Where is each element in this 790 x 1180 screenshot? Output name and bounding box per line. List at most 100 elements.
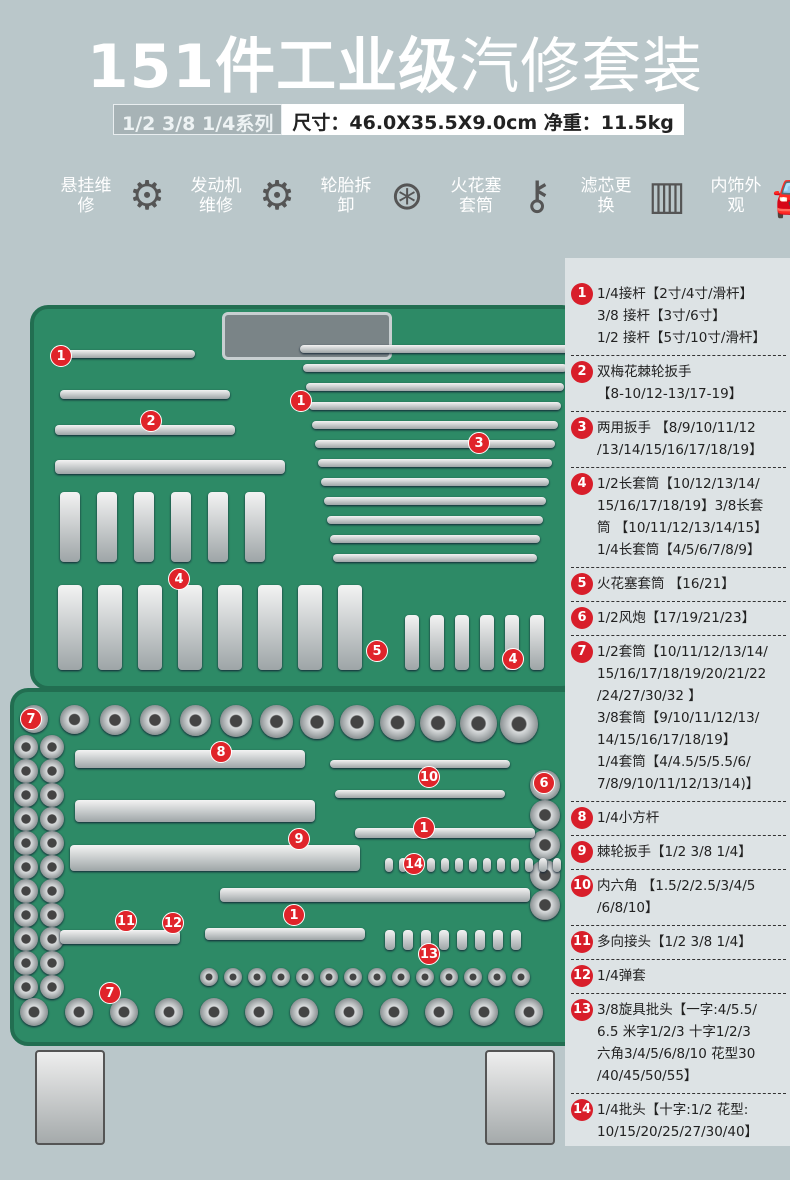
latch-left [35,1050,105,1145]
screwdriver-bit [385,930,395,950]
legend-number-badge: 12 [571,965,593,987]
combination-wrench [315,440,555,448]
screwdriver-bit [441,858,449,872]
feature-0: 悬挂维修⚙ [60,170,176,222]
extension-bar [205,928,365,940]
socket [14,783,38,807]
callout-marker-1: 1 [413,817,435,839]
legend-number-badge: 3 [571,417,593,439]
legend-line: 1/2套筒【10/11/12/13/14/ [597,644,768,660]
socket [320,968,338,986]
screwdriver-bit [493,930,503,950]
hex-key [335,790,505,798]
deep-socket [138,585,162,670]
deep-socket [338,585,362,670]
legend-line: 3/8 接杆【3寸/6寸】 [597,308,726,324]
socket [515,998,543,1026]
socket [460,705,497,742]
extension-bar [355,828,535,838]
callout-marker-4: 4 [502,648,524,670]
legend-line: 筒 【10/11/12/13/14/15】 [597,520,768,536]
socket [14,807,38,831]
screwdriver-bit [439,930,449,950]
socket [20,998,48,1026]
socket [155,998,183,1026]
callout-marker-7: 7 [20,708,42,730]
legend-number-badge: 13 [571,999,593,1021]
legend-line: 3/8套筒【9/10/11/12/13/ [597,710,760,726]
socket [512,968,530,986]
latch-right [485,1050,555,1145]
screwdriver-bit [403,930,413,950]
tire-icon: ⊛ [390,173,424,219]
socket [464,968,482,986]
screwdriver-bit [475,930,485,950]
screwdriver-bit [483,858,491,872]
spark-plug-icon: ⚷ [522,173,552,219]
socket [180,705,212,737]
combination-wrench [309,402,561,410]
legend-number-badge: 10 [571,875,593,897]
impact-socket [530,830,560,860]
socket [260,705,293,738]
deep-socket [97,492,117,562]
screwdriver-bit [511,858,519,872]
callout-marker-1: 1 [50,345,72,367]
legend-line: 六角3/4/5/6/8/10 花型30 [597,1046,756,1062]
callout-marker-6: 6 [533,772,555,794]
engine-icon: ⚙ [259,173,295,219]
feature-label: 火花塞套筒 [450,176,502,216]
socket [14,759,38,783]
deep-socket [178,585,202,670]
legend-line: 双梅花棘轮扳手 [597,364,692,380]
socket [40,759,64,783]
socket [220,705,252,737]
legend-number-badge: 9 [571,841,593,863]
feature-label: 悬挂维修 [60,176,112,216]
legend-line: /13/14/15/16/17/18/19】 [597,442,763,458]
screwdriver-bit [457,930,467,950]
screwdriver-bit [525,858,533,872]
socket [100,705,130,735]
callout-marker-9: 9 [288,828,310,850]
deep-socket [430,615,444,670]
feature-4: 滤芯更换▥ [580,170,696,222]
socket [40,735,64,759]
socket [40,783,64,807]
legend-line: 内六角 【1.5/2/2.5/3/4/5 [597,878,756,894]
legend-number-badge: 7 [571,641,593,663]
callout-marker-14: 14 [403,853,425,875]
combination-wrench [306,383,564,391]
socket [14,735,38,759]
socket [344,968,362,986]
socket [14,951,38,975]
legend-line: 火花塞套筒 【16/21】 [597,576,735,592]
socket [290,998,318,1026]
socket [60,705,89,734]
legend-line: 两用扳手 【8/9/10/11/12 [597,420,756,436]
screwdriver-bit [497,858,505,872]
deep-socket [298,585,322,670]
hex-key [330,760,510,768]
callout-marker-2: 2 [140,410,162,432]
deep-socket [98,585,122,670]
feature-label: 发动机维修 [190,176,242,216]
socket [40,807,64,831]
socket [14,975,38,999]
deep-socket [530,615,544,670]
combination-wrench [300,345,570,353]
callout-marker-10: 10 [418,766,440,788]
combination-wrench [324,497,546,505]
socket [335,998,363,1026]
socket [14,831,38,855]
legend-line: 15/16/17/18/19/20/21/22 [597,666,767,682]
legend-line: 1/2风炮【17/19/21/23】 [597,610,756,626]
socket [272,968,290,986]
callout-marker-5: 5 [366,640,388,662]
socket [440,968,458,986]
legend-number-badge: 8 [571,807,593,829]
legend-line: 15/16/17/18/19】3/8长套 [597,498,764,514]
